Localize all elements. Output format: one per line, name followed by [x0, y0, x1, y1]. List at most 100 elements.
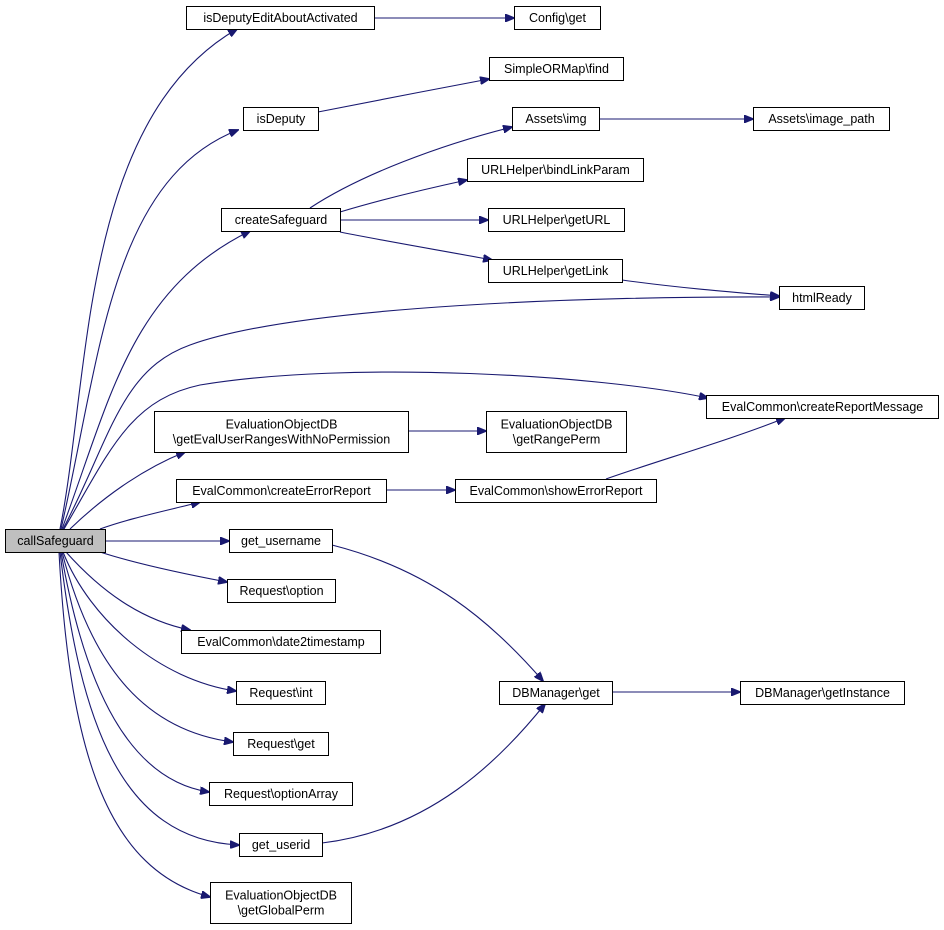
node-urlhelper-get-url[interactable]: URLHelper\getURL: [488, 208, 625, 232]
node-label: SimpleORMap\find: [504, 62, 609, 76]
node-label: URLHelper\getURL: [503, 213, 611, 227]
node-assets-image-path[interactable]: Assets\image_path: [753, 107, 890, 131]
node-box: [499, 681, 613, 705]
node-html-ready[interactable]: htmlReady: [779, 286, 865, 310]
node-box: [514, 6, 601, 30]
node-box: [210, 882, 352, 924]
node-box: [455, 479, 657, 503]
node-eodb-get-range-perm[interactable]: EvaluationObjectDB\getRangePerm: [486, 411, 627, 453]
edge-eval-common-show-error-report-to-eval-common-create-report-message: [605, 418, 785, 480]
node-dbmanager-get-instance[interactable]: DBManager\getInstance: [740, 681, 905, 705]
node-is-deputy-edit-about-activated[interactable]: isDeputyEditAboutActivated: [186, 6, 375, 30]
node-label: get_username: [241, 534, 321, 548]
node-label: EvaluationObjectDB: [226, 418, 338, 432]
edge-call-safeguard-to-get-userid: [59, 551, 239, 845]
node-box: [239, 833, 323, 857]
edge-call-safeguard-to-html-ready: [62, 297, 779, 530]
node-box: [779, 286, 865, 310]
node-label: EvalCommon\date2timestamp: [197, 635, 364, 649]
node-label: \getRangePerm: [513, 433, 601, 447]
node-label: Assets\image_path: [768, 112, 874, 126]
node-box: [186, 6, 375, 30]
node-box: [489, 57, 624, 81]
node-request-get[interactable]: Request\get: [233, 732, 329, 756]
node-label: DBManager\getInstance: [755, 686, 890, 700]
node-label: URLHelper\bindLinkParam: [481, 163, 630, 177]
node-eval-common-show-error-report[interactable]: EvalCommon\showErrorReport: [455, 479, 657, 503]
node-label: get_userid: [252, 838, 310, 852]
node-label: Config\get: [529, 11, 587, 25]
node-box: [5, 529, 106, 553]
node-request-option-array[interactable]: Request\optionArray: [209, 782, 353, 806]
node-request-option[interactable]: Request\option: [227, 579, 336, 603]
node-box: [243, 107, 319, 131]
node-label: isDeputyEditAboutActivated: [203, 11, 357, 25]
node-assets-img[interactable]: Assets\img: [512, 107, 600, 131]
node-call-safeguard[interactable]: callSafeguard: [5, 529, 106, 553]
node-box: [209, 782, 353, 806]
node-request-int[interactable]: Request\int: [236, 681, 326, 705]
node-label: Request\option: [239, 584, 323, 598]
node-label: EvalCommon\createErrorReport: [192, 484, 371, 498]
node-simple-ormap-find[interactable]: SimpleORMap\find: [489, 57, 624, 81]
edge-create-safeguard-to-urlhelper-get-link: [339, 231, 492, 260]
node-eodb-get-global-perm[interactable]: EvaluationObjectDB\getGlobalPerm: [210, 882, 352, 924]
edge-call-safeguard-to-eodb-get-eval-user-ranges: [69, 452, 185, 530]
node-box: [181, 630, 381, 654]
node-box: [227, 579, 336, 603]
node-urlhelper-bind-link-param[interactable]: URLHelper\bindLinkParam: [467, 158, 644, 182]
node-box: [233, 732, 329, 756]
node-box: [488, 208, 625, 232]
node-get-username[interactable]: get_username: [229, 529, 333, 553]
edge-create-safeguard-to-urlhelper-bind-link-param: [339, 180, 467, 213]
node-eval-common-create-report-message[interactable]: EvalCommon\createReportMessage: [706, 395, 939, 419]
node-box: [236, 681, 326, 705]
node-urlhelper-get-link[interactable]: URLHelper\getLink: [488, 259, 623, 283]
edge-get-username-to-dbmanager-get: [331, 544, 543, 681]
node-label: \getEvalUserRangesWithNoPermission: [173, 433, 390, 447]
node-box: [221, 208, 341, 232]
edge-layer: [58, 18, 785, 897]
edge-call-safeguard-to-eval-common-date2timestamp: [65, 551, 190, 630]
node-box: [706, 395, 939, 419]
edge-call-safeguard-to-eodb-get-global-perm: [58, 551, 210, 897]
edge-call-safeguard-to-create-safeguard: [61, 231, 250, 530]
edge-call-safeguard-to-eval-common-create-report-message: [63, 371, 708, 530]
node-eval-common-create-error-report[interactable]: EvalCommon\createErrorReport: [176, 479, 387, 503]
node-box: [229, 529, 333, 553]
node-label: DBManager\get: [512, 686, 600, 700]
node-box: [753, 107, 890, 131]
node-label: EvalCommon\createReportMessage: [722, 400, 924, 414]
node-label: Request\get: [247, 737, 315, 751]
node-box: [488, 259, 623, 283]
edge-is-deputy-to-simple-ormap-find: [317, 79, 489, 113]
node-box: [512, 107, 600, 131]
edge-create-safeguard-to-assets-img: [309, 127, 512, 209]
node-config-get[interactable]: Config\get: [514, 6, 601, 30]
node-box: [740, 681, 905, 705]
edge-urlhelper-get-link-to-html-ready: [621, 279, 779, 296]
edge-call-safeguard-to-request-int: [62, 551, 236, 691]
node-box: [154, 411, 409, 453]
edge-call-safeguard-to-request-option: [99, 551, 227, 582]
edge-call-safeguard-to-is-deputy: [60, 130, 238, 530]
edge-call-safeguard-to-request-get: [61, 551, 233, 742]
node-get-userid[interactable]: get_userid: [239, 833, 323, 857]
node-label: htmlReady: [792, 291, 852, 305]
node-label: Request\int: [249, 686, 313, 700]
node-eval-common-date2timestamp[interactable]: EvalCommon\date2timestamp: [181, 630, 381, 654]
node-create-safeguard[interactable]: createSafeguard: [221, 208, 341, 232]
node-label: EvalCommon\showErrorReport: [470, 484, 644, 498]
node-label: Request\optionArray: [224, 787, 339, 801]
node-label: EvaluationObjectDB: [501, 418, 613, 432]
edge-get-userid-to-dbmanager-get: [321, 704, 545, 844]
node-box: [176, 479, 387, 503]
node-layer: callSafeguard isDeputyEditAboutActivated C…: [5, 6, 939, 924]
node-box: [467, 158, 644, 182]
node-eodb-get-eval-user-ranges[interactable]: EvaluationObjectDB\getEvalUserRangesWith…: [154, 411, 409, 453]
node-dbmanager-get[interactable]: DBManager\get: [499, 681, 613, 705]
node-label: createSafeguard: [235, 213, 327, 227]
node-is-deputy[interactable]: isDeputy: [243, 107, 319, 131]
node-box: [486, 411, 627, 453]
